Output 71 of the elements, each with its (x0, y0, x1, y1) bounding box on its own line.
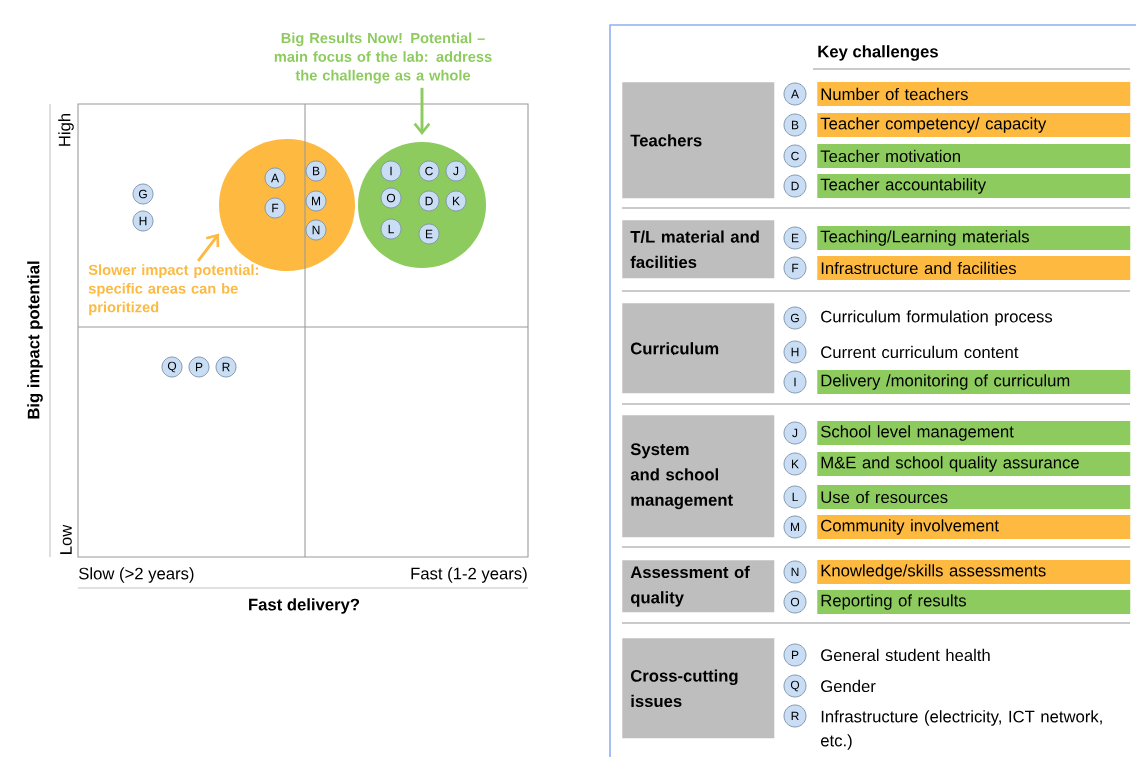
letter-badge: N (783, 560, 807, 584)
column-heading: Key challenges (818, 45, 938, 61)
axis-title: Big impact potential (27, 261, 43, 419)
letter-badge: D (783, 174, 807, 198)
letter-badge: J (445, 160, 467, 182)
category-box: T/L material and facilities (622, 220, 775, 279)
letter-badge: H (783, 340, 807, 364)
challenge-text: Current curriculum content (821, 345, 1019, 359)
challenge-bar: Teacher accountability (817, 174, 1131, 198)
letter-badge: G (132, 183, 154, 205)
category-box: Assessment of quality (622, 560, 775, 613)
challenge-bar: Community involvement (817, 515, 1131, 539)
axis-label: Fast (1-2 years) (411, 567, 527, 583)
letter-badge: C (783, 144, 807, 168)
letter-badge: L (783, 485, 807, 509)
challenge-bar: Teacher motivation (817, 144, 1131, 168)
challenge-bar: Reporting of results (817, 590, 1131, 614)
category-box: Curriculum (622, 303, 775, 394)
letter-badge: O (783, 590, 807, 614)
axis-label: High (58, 113, 74, 146)
arrow (413, 87, 431, 136)
challenge-text: General student health (821, 648, 990, 662)
challenge-bar: Knowledge/skills assessments (817, 560, 1131, 584)
letter-badge: I (783, 370, 807, 394)
letter-badge: R (783, 704, 807, 728)
letter-badge: H (132, 210, 154, 232)
letter-badge: E (418, 223, 440, 245)
letter-badge: K (783, 452, 807, 476)
challenge-bar: School level management (817, 421, 1131, 445)
letter-badge: A (783, 82, 807, 106)
challenge-bar: Delivery /monitoring of curriculum (817, 370, 1131, 394)
letter-badge: R (215, 356, 237, 378)
challenge-text: Infrastructure (electricity, ICT network, etc.) (821, 710, 1102, 750)
letter-badge: M (305, 190, 327, 212)
arrow (197, 233, 220, 262)
letter-badge: F (783, 256, 807, 280)
challenge-bar: Number of teachers (817, 82, 1131, 106)
letter-badge: F (264, 197, 286, 219)
challenge-bar: Teaching/Learning materials (817, 226, 1131, 250)
letter-badge: D (418, 190, 440, 212)
letter-badge: B (305, 160, 327, 182)
axis-title: Fast delivery? (249, 598, 360, 614)
letter-badge: C (418, 160, 440, 182)
letter-badge: Q (161, 356, 183, 378)
letter-badge: N (305, 219, 327, 241)
letter-badge: J (783, 421, 807, 445)
challenge-text: Curriculum formulation process (821, 310, 1053, 326)
letter-badge: I (380, 160, 402, 182)
letter-badge: M (783, 515, 807, 539)
letter-badge: B (783, 113, 807, 137)
letter-badge: P (783, 643, 807, 667)
challenge-bar: Use of resources (817, 485, 1131, 509)
letter-badge: O (380, 187, 402, 209)
letter-badge: K (445, 190, 467, 212)
challenge-bar: Teacher competency/ capacity (817, 113, 1131, 137)
letter-badge: L (380, 218, 402, 240)
annotation-text: Big Results Now! Potential – main focus of the lab: address the challenge as a whole (274, 32, 492, 84)
annotation-text: Slower impact potential: specific areas can be prioritized (88, 264, 258, 316)
challenge-bar: M&E and school quality assurance (817, 452, 1131, 476)
letter-badge: P (188, 356, 210, 378)
letter-badge: E (783, 226, 807, 250)
category-box: System and school management (622, 415, 775, 538)
letter-badge: Q (783, 674, 807, 698)
axis-label: Slow (>2 years) (79, 567, 194, 583)
category-box: Teachers (622, 82, 775, 199)
category-box: Cross-cutting issues (622, 638, 775, 739)
challenge-bar: Infrastructure and facilities (817, 256, 1131, 280)
letter-badge: G (783, 306, 807, 330)
letter-badge: A (264, 167, 286, 189)
challenge-text: Gender (821, 679, 876, 693)
axis-label: Low (60, 524, 72, 554)
